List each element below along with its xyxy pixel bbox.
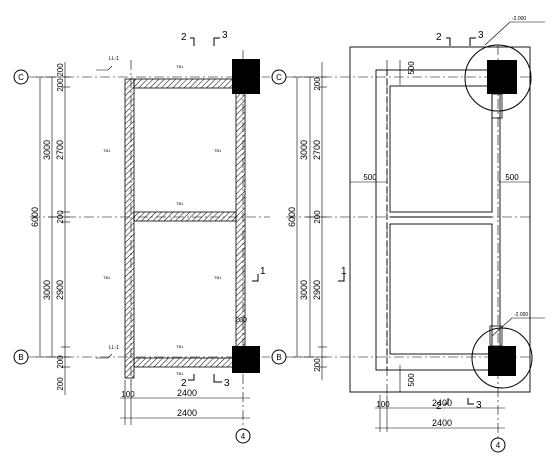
callout-bottom (491, 317, 545, 337)
svg-text:TB1: TB1 (103, 275, 111, 280)
svg-text:4: 4 (241, 432, 246, 441)
left-dim-below: 200 (56, 377, 65, 391)
right-dim-edge-top: 200 (313, 77, 322, 91)
section-mark-side-left: 1 (252, 266, 266, 282)
section-mark-side-right: 1 (338, 266, 347, 282)
svg-text:1: 1 (341, 266, 347, 277)
svg-text:3: 3 (478, 30, 484, 41)
right-dim-inner-bottom: 2900 (312, 280, 322, 300)
beam-tags-left: TB1 TB1 TB1 TB1 TB1 TB1 TB1 TB1 (103, 64, 222, 376)
callout-top-label: -2.000 (512, 16, 526, 22)
callout-bottom-label: -2.000 (514, 312, 528, 318)
footing-top-right (464, 44, 532, 119)
svg-text:TB1: TB1 (176, 64, 184, 69)
axis-marker-b-right: B (271, 349, 287, 365)
svg-text:B: B (18, 353, 23, 362)
svg-text:TB1: TB1 (214, 148, 222, 153)
right-dim-500-right: 500 (505, 173, 519, 182)
svg-text:C: C (276, 73, 282, 82)
left-dim-span-bottom: 3000 (42, 280, 52, 300)
svg-text:1: 1 (260, 266, 266, 277)
section-mark-top-left: 2 3 (181, 30, 228, 46)
section-mark-bottom-left: 2 3 (181, 374, 230, 389)
right-dim-width-2: 2400 (432, 418, 452, 428)
axis-marker-c-left: C (13, 69, 29, 85)
left-dim-width-2: 2400 (177, 408, 197, 418)
svg-text:TB1: TB1 (214, 275, 222, 280)
svg-text:2: 2 (181, 32, 187, 43)
axis-marker-c-right: C (271, 69, 287, 85)
left-dim-edge-top-b: 200 (56, 78, 65, 92)
svg-text:3: 3 (224, 378, 230, 389)
svg-text:B: B (276, 353, 281, 362)
axis-marker-4-right: 4 (490, 437, 506, 453)
dimension-lines-left (36, 62, 250, 425)
section-mark-bottom-right: 2 3 (436, 398, 482, 412)
right-plan: C B 4 (271, 16, 545, 453)
left-dim-inner-top: 2700 (55, 140, 65, 160)
right-dim-edge-bottom: 200 (313, 358, 322, 372)
svg-text:4: 4 (496, 441, 501, 450)
foundation-outline (349, 46, 531, 393)
axis-marker-4-left: 4 (235, 428, 251, 444)
left-dim-edge-bottom: 200 (56, 355, 65, 369)
right-dim-mid: 200 (313, 210, 322, 224)
svg-text:LL-1: LL-1 (109, 56, 119, 62)
left-dim-offset: 100 (121, 390, 135, 399)
right-dim-offset: 100 (376, 400, 390, 409)
walls-left (124, 78, 246, 379)
left-plan: C B 4 (13, 30, 270, 444)
dimension-lines-right (293, 60, 530, 432)
svg-text:2: 2 (181, 378, 187, 389)
right-dim-span-top: 3000 (299, 140, 309, 160)
svg-text:2: 2 (436, 401, 442, 412)
svg-text:3: 3 (222, 30, 228, 41)
left-dim-edge-top-a: 200 (56, 63, 65, 77)
column-left-bottom (232, 346, 260, 373)
svg-text:3: 3 (476, 400, 482, 411)
section-mark-top-right: 2 3 (436, 30, 484, 46)
left-dim-mid: 200 (56, 210, 65, 224)
svg-text:TB1: TB1 (176, 371, 184, 376)
left-dim-width: 2400 (177, 388, 197, 398)
callout-top (484, 21, 545, 46)
right-dim-width: 2400 (432, 398, 452, 408)
axis-marker-b-left: B (13, 349, 29, 365)
left-dim-inner-bottom: 2900 (55, 280, 65, 300)
svg-text:C: C (18, 73, 24, 82)
svg-text:TB1: TB1 (103, 148, 111, 153)
right-dim-500-left: 500 (363, 173, 377, 182)
left-dim-total: 6000 (30, 207, 40, 227)
column-left-top (232, 59, 260, 94)
svg-text:TB1: TB1 (176, 344, 184, 349)
right-dim-500-bottom: 500 (407, 373, 416, 387)
right-dim-span-bottom: 3000 (299, 280, 309, 300)
footing-bottom-right (471, 325, 533, 389)
right-dim-total: 6000 (287, 207, 297, 227)
level-tags-left: LL-1 LL-1 (109, 56, 119, 351)
svg-text:TB1: TB1 (176, 201, 184, 206)
right-dim-500-top: 500 (407, 61, 416, 75)
left-dim-span-top: 3000 (42, 140, 52, 160)
svg-text:LL-1: LL-1 (109, 345, 119, 351)
right-dim-inner-top: 2700 (312, 140, 322, 160)
svg-text:2: 2 (436, 32, 442, 43)
